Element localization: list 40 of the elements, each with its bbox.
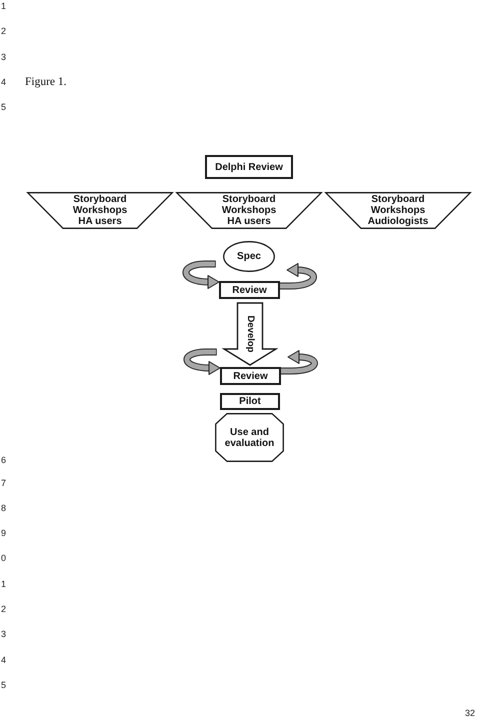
node-label: Review bbox=[232, 284, 267, 296]
curved-arrow bbox=[280, 263, 316, 288]
page-number: 32 bbox=[465, 708, 476, 718]
line-number: 3 bbox=[1, 52, 6, 62]
edge-label: Develop bbox=[245, 316, 255, 352]
node-label: Pilot bbox=[239, 396, 261, 407]
node-label: Storyboard Workshops HA users bbox=[72, 194, 128, 227]
process-box bbox=[220, 393, 280, 410]
line-number: 5 bbox=[1, 102, 6, 112]
node-label: Storyboard Workshops HA users bbox=[220, 194, 278, 227]
trapezoid-shape bbox=[325, 192, 471, 229]
node-label: Spec bbox=[237, 251, 261, 262]
line-number: 1 bbox=[1, 1, 6, 11]
trapezoid-shape bbox=[27, 192, 173, 229]
line-number: 8 bbox=[1, 503, 6, 513]
line-number: 4 bbox=[1, 77, 6, 87]
line-number: 2 bbox=[1, 26, 6, 36]
line-number: 2 bbox=[1, 604, 6, 614]
node-label: Use and evaluation bbox=[224, 426, 276, 448]
curved-arrow bbox=[281, 350, 317, 374]
figure-title: Figure 1. bbox=[25, 75, 67, 89]
node-label: Review bbox=[233, 370, 268, 382]
line-number: 7 bbox=[1, 478, 6, 488]
process-box bbox=[219, 281, 280, 299]
node-label: Delphi Review bbox=[215, 162, 283, 172]
line-number: 3 bbox=[1, 629, 6, 639]
trapezoid-shape bbox=[176, 192, 322, 229]
ellipse-shape bbox=[223, 241, 275, 272]
process-box bbox=[220, 367, 281, 385]
octagon-shape bbox=[215, 413, 284, 462]
line-number: 1 bbox=[1, 579, 6, 589]
curved-arrow bbox=[184, 350, 220, 375]
line-number: 9 bbox=[1, 528, 6, 538]
line-number: 0 bbox=[1, 553, 6, 563]
line-number: 6 bbox=[1, 455, 6, 465]
curved-arrow bbox=[184, 262, 220, 289]
line-number: 4 bbox=[1, 655, 6, 665]
process-box bbox=[205, 155, 293, 179]
node-label: Storyboard Workshops Audiologists bbox=[366, 194, 430, 227]
line-number: 5 bbox=[1, 680, 6, 690]
